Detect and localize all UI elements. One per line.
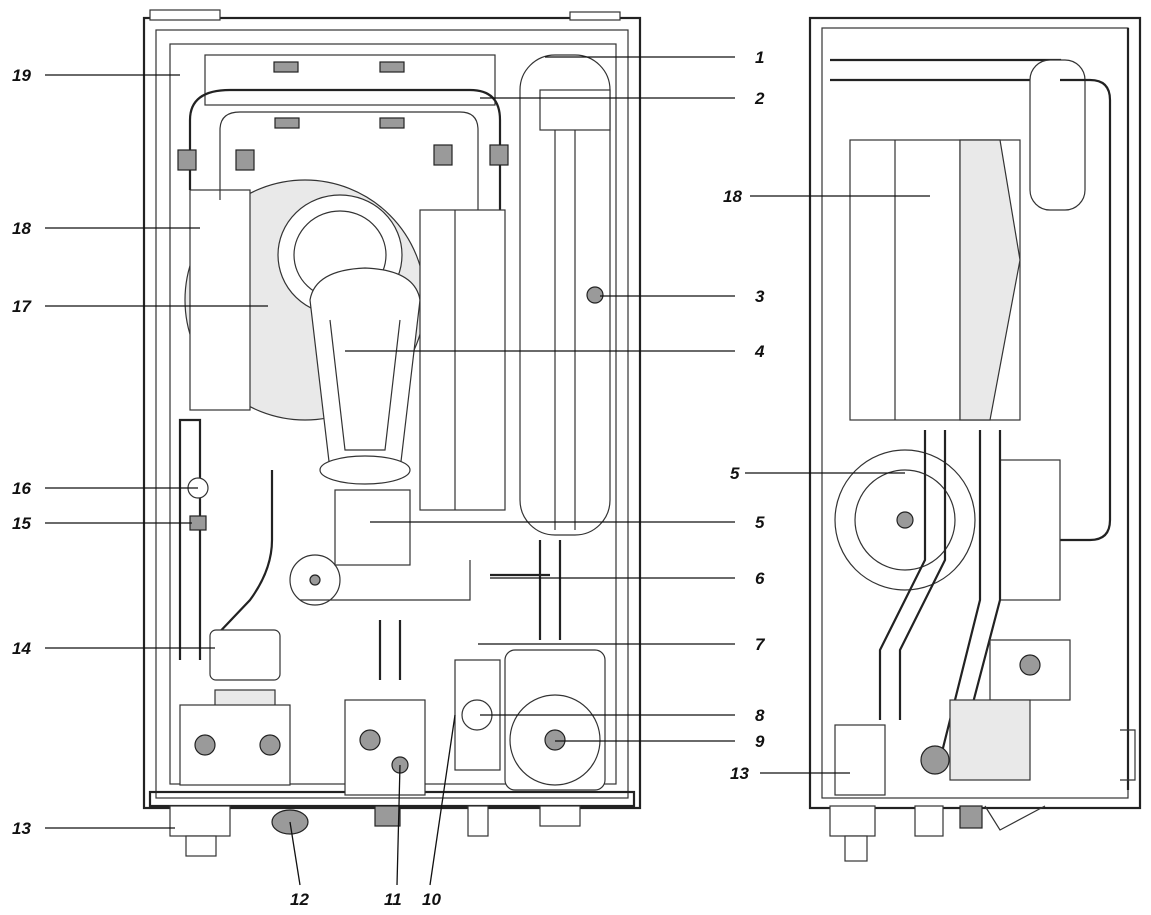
side-label-18: 18	[723, 187, 742, 206]
label-7: 7	[755, 635, 766, 654]
gas-valve	[344, 699, 426, 796]
expansion-vessel	[519, 54, 611, 536]
label-11: 11	[384, 890, 402, 909]
label-2: 2	[754, 89, 765, 108]
label-12: 12	[290, 890, 309, 909]
top-manifold	[177, 54, 509, 210]
burner-tube	[309, 267, 421, 485]
leader-11	[396, 764, 401, 886]
label-8: 8	[755, 706, 765, 725]
piping	[178, 418, 562, 680]
diverter-valve-motor	[209, 629, 281, 681]
side-fan	[834, 449, 1061, 601]
heat-exchanger	[184, 179, 426, 421]
front-view	[142, 9, 642, 857]
label-10: 10	[422, 890, 441, 909]
label-16: 16	[12, 479, 31, 498]
label-13: 13	[12, 819, 31, 838]
side-heat-exchanger	[849, 139, 1021, 421]
side-label-5: 5	[730, 464, 740, 483]
label-9: 9	[755, 732, 765, 751]
leader-lines	[45, 56, 930, 886]
label-19: 19	[12, 66, 31, 85]
fan	[289, 489, 411, 606]
side-view	[808, 16, 1142, 862]
label-17: 17	[12, 297, 32, 316]
leader-12	[289, 821, 301, 886]
label-1: 1	[755, 48, 764, 67]
circulation-pump	[454, 649, 606, 791]
side-label-13: 13	[730, 764, 749, 783]
label-4: 4	[754, 342, 765, 361]
label-15: 15	[12, 514, 31, 533]
leader-10	[429, 714, 456, 886]
label-6: 6	[755, 569, 765, 588]
side-hydraulic-block-13	[834, 724, 886, 796]
number-labels: 1 2 3 4 5 6 7 8 9 10 11 12 13 14 15 16 1…	[12, 48, 766, 909]
label-3: 3	[755, 287, 765, 306]
label-5: 5	[755, 513, 765, 532]
label-18: 18	[12, 219, 31, 238]
label-14: 14	[12, 639, 31, 658]
